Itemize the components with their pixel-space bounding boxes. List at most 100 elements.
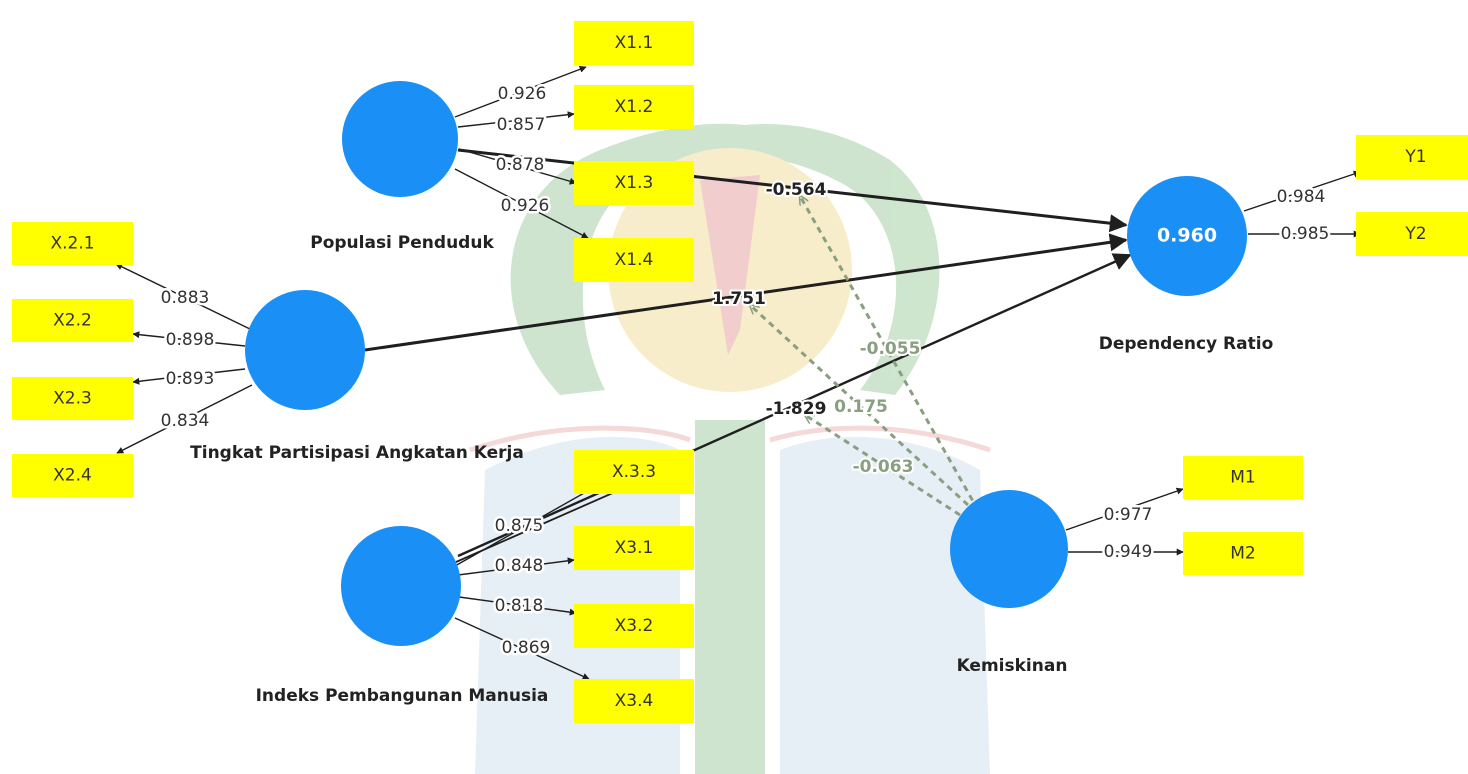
construct-tpak[interactable]: Tingkat Partisipasi Angkatan Kerja — [190, 290, 524, 463]
indicator-label: X2.4 — [53, 466, 92, 486]
indicator-box — [574, 679, 694, 723]
moderation-path — [805, 415, 961, 517]
loading-value: 0.875 — [495, 516, 544, 536]
loading-arrow — [115, 263, 253, 331]
indicator-label: X3.2 — [615, 616, 654, 636]
indicator-box — [12, 299, 133, 342]
indicator-box — [12, 222, 133, 265]
path-lines — [115, 65, 1361, 680]
indicator-box — [574, 238, 694, 282]
loading-arrow — [454, 168, 589, 239]
indicator-y2[interactable]: Y2 — [1356, 212, 1468, 256]
indicator-box — [1356, 212, 1468, 256]
indicator-label: M2 — [1230, 544, 1255, 564]
path-coefficient-mod-populasi: -0.055 — [860, 339, 921, 359]
construct-name: Dependency Ratio — [1099, 334, 1274, 354]
indicator-label: X3.1 — [615, 538, 654, 558]
indicator-label: X.2.1 — [50, 234, 94, 254]
path-coefficient-populasi-dependency: -0.564 — [766, 180, 827, 200]
indicator-x14[interactable]: X1.4 — [574, 238, 694, 282]
construct-name: Populasi Penduduk — [310, 233, 494, 253]
loading-arrow — [458, 148, 577, 185]
watermark-logo — [469, 123, 991, 774]
loading-value: 0.985 — [1281, 224, 1330, 244]
loading-value: 0.834 — [161, 411, 210, 431]
construct-populasi[interactable]: Populasi Penduduk — [310, 81, 494, 253]
path-coefficient-tpak-dependency: 1.751 — [712, 289, 766, 309]
loading-value: 0.857 — [497, 115, 546, 135]
loading-value: 0.848 — [495, 556, 544, 576]
loading-value: 0.898 — [166, 330, 215, 350]
construct-circle — [245, 290, 365, 410]
indicator-x11[interactable]: X1.1 — [574, 21, 694, 65]
indicator-box — [1183, 456, 1303, 499]
loading-arrow — [1065, 487, 1184, 531]
construct-name: Kemiskinan — [957, 656, 1068, 676]
indicator-box — [1183, 532, 1303, 575]
loading-arrow — [454, 65, 587, 118]
loading-value: 0.818 — [495, 596, 544, 616]
loading-value: 0.893 — [166, 369, 215, 389]
indicator-x34[interactable]: X3.4 — [574, 679, 694, 723]
loading-value: 0.883 — [161, 288, 210, 308]
construct-ipm[interactable]: Indeks Pembangunan Manusia — [256, 526, 549, 706]
moderation-path — [800, 196, 980, 511]
indicator-label: Y2 — [1404, 224, 1426, 244]
loading-arrow — [458, 596, 577, 616]
construct-kemiskinan[interactable]: Kemiskinan — [950, 490, 1068, 676]
r-square-value: 0.960 — [1157, 225, 1217, 247]
indicator-label: X.3.3 — [612, 462, 656, 482]
structural-path — [457, 253, 1132, 558]
construct-circle — [1127, 176, 1247, 296]
structural-path — [364, 233, 1128, 352]
loading-arrow — [132, 331, 246, 347]
indicator-x21[interactable]: X.2.1 — [12, 222, 133, 265]
loading-arrow — [116, 384, 253, 454]
indicator-box — [12, 454, 133, 497]
construct-circle — [341, 526, 461, 646]
indicator-x31[interactable]: X3.1 — [574, 526, 694, 570]
construct-circle — [950, 490, 1068, 608]
indicator-box — [574, 526, 694, 570]
indicator-box — [12, 377, 133, 420]
indicator-x32[interactable]: X3.2 — [574, 604, 694, 648]
construct-name: Indeks Pembangunan Manusia — [256, 686, 549, 706]
indicator-x13[interactable]: X1.3 — [574, 161, 694, 205]
indicator-box — [574, 604, 694, 648]
indicator-m2[interactable]: M2 — [1183, 532, 1303, 575]
loading-value: 0.878 — [496, 155, 545, 175]
indicator-x24[interactable]: X2.4 — [12, 454, 133, 497]
loading-value: 0.984 — [1277, 187, 1326, 207]
construct-circle — [342, 81, 458, 197]
loading-value: 0.977 — [1104, 505, 1153, 525]
path-coefficient-mod-ipm: -0.063 — [853, 457, 914, 477]
indicator-box — [1356, 135, 1468, 179]
indicator-x23[interactable]: X2.3 — [12, 377, 133, 420]
loading-arrow — [457, 557, 575, 576]
indicator-label: Y1 — [1404, 147, 1426, 167]
indicator-label: X1.3 — [615, 173, 654, 193]
loading-arrow — [1243, 170, 1361, 212]
loading-value: 0.926 — [501, 196, 550, 216]
model-nodes: X1.1X1.2X1.3X1.4 X.2.1X2.2X2.3X2.4 X.3.3X3… — [12, 21, 1468, 723]
loading-arrow — [454, 617, 590, 680]
indicator-box — [574, 21, 694, 65]
structural-path — [457, 148, 1128, 233]
indicator-label: X3.4 — [615, 691, 654, 711]
indicator-x33[interactable]: X.3.3 — [574, 450, 694, 494]
indicator-y1[interactable]: Y1 — [1356, 135, 1468, 179]
indicator-x12[interactable]: X1.2 — [574, 85, 694, 129]
moderation-path — [750, 305, 970, 507]
path-coefficients: 0.9260.8570.8780.9260.8830.8980.8930.834… — [158, 82, 1332, 661]
loading-value: 0.869 — [502, 638, 551, 658]
indicator-box — [574, 161, 694, 205]
indicator-label: X1.2 — [615, 97, 654, 117]
indicator-m1[interactable]: M1 — [1183, 456, 1303, 499]
indicator-label: X1.1 — [615, 33, 654, 53]
indicator-label: X2.3 — [53, 389, 92, 409]
indicator-label: M1 — [1230, 468, 1255, 488]
indicator-box — [574, 85, 694, 129]
indicator-label: X2.2 — [53, 311, 92, 331]
indicator-x22[interactable]: X2.2 — [12, 299, 133, 342]
